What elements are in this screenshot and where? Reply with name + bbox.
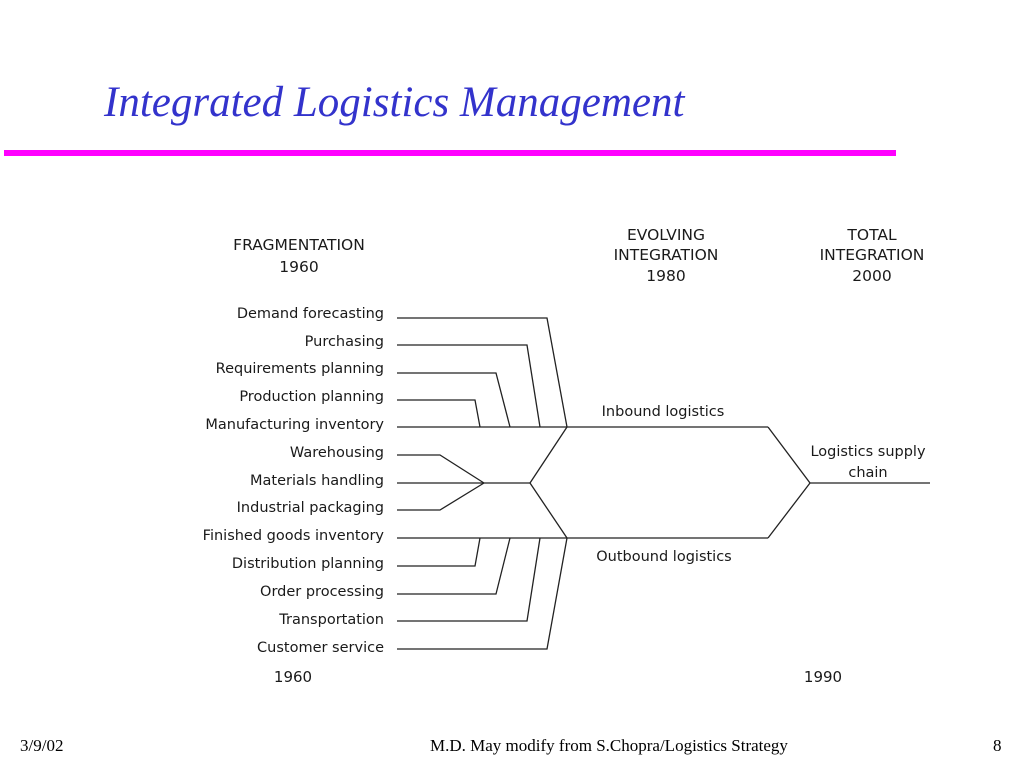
footer-date: 3/9/02 — [20, 736, 64, 755]
header-fragmentation-1: FRAGMENTATION — [233, 236, 365, 254]
connector-demand-forecasting — [397, 317, 568, 428]
connector-order-processing — [397, 537, 511, 595]
header-total-1: TOTAL — [846, 226, 897, 244]
year-start-label: 1960 — [274, 668, 312, 686]
activity-finished-goods-inventory: Finished goods inventory — [203, 528, 385, 544]
header-total-2: INTEGRATION — [820, 246, 925, 264]
connector-distribution-planning — [397, 537, 481, 567]
activity-industrial-packaging: Industrial packaging — [237, 500, 384, 516]
outbound-logistics-label: Outbound logistics — [596, 549, 731, 565]
activity-production-planning: Production planning — [239, 389, 384, 405]
footer-credit: M.D. May modify from S.Chopra/Logistics … — [430, 736, 788, 755]
header-total-3: 2000 — [852, 267, 891, 285]
activity-materials-handling: Materials handling — [250, 473, 384, 489]
connector-transportation — [397, 537, 541, 622]
activity-distribution-planning: Distribution planning — [232, 556, 384, 572]
supply-chain-label-2: chain — [848, 465, 887, 481]
convergence-upper — [767, 426, 811, 484]
connector-warehousing — [397, 454, 485, 484]
activity-transportation: Transportation — [278, 612, 384, 628]
activity-order-processing: Order processing — [260, 584, 384, 600]
junction-upper — [529, 426, 568, 484]
junction-lower — [529, 482, 568, 539]
inbound-logistics-label: Inbound logistics — [602, 404, 725, 420]
activity-warehousing: Warehousing — [290, 445, 384, 461]
header-fragmentation-2: 1960 — [279, 258, 318, 276]
activity-purchasing: Purchasing — [305, 334, 384, 350]
connector-purchasing — [397, 344, 541, 428]
connector-customer-service — [397, 537, 568, 650]
footer-page-number: 8 — [993, 736, 1002, 755]
title-underline — [4, 150, 896, 156]
year-end-label: 1990 — [804, 668, 842, 686]
connector-production-planning — [397, 399, 481, 428]
activity-demand-forecasting: Demand forecasting — [237, 306, 384, 322]
header-evolving-1: EVOLVING — [627, 226, 705, 244]
connector-requirements-planning — [397, 372, 511, 428]
slide-title: Integrated Logistics Management — [104, 79, 685, 126]
supply-chain-label-1: Logistics supply — [810, 444, 926, 460]
header-evolving-2: INTEGRATION — [614, 246, 719, 264]
activity-customer-service: Customer service — [257, 640, 384, 656]
header-evolving-3: 1980 — [646, 267, 685, 285]
connector-industrial-packaging — [397, 482, 485, 511]
activity-manufacturing-inventory: Manufacturing inventory — [205, 417, 384, 433]
activity-requirements-planning: Requirements planning — [216, 361, 384, 377]
convergence-lower — [767, 482, 811, 539]
